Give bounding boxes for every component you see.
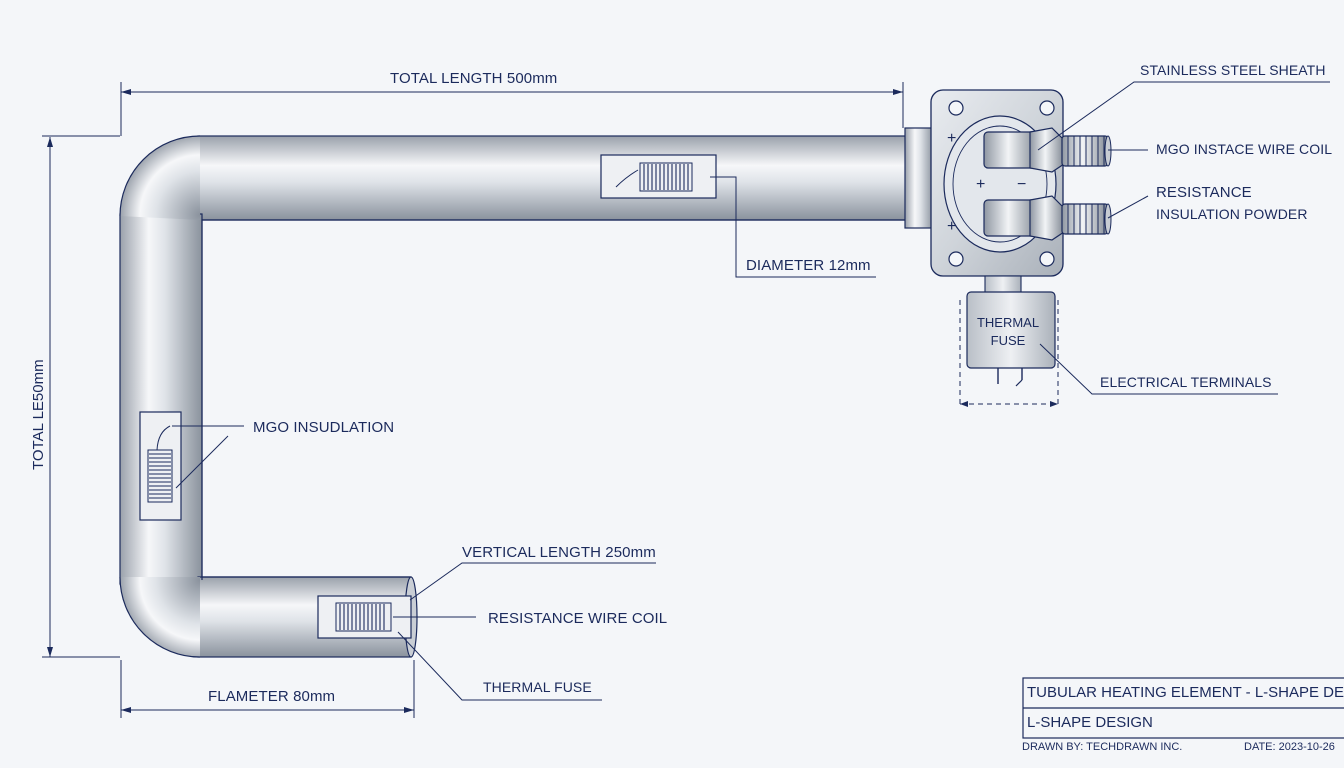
electrical-terminals-label: ELECTRICAL TERMINALS [1100,374,1272,390]
tube-collar [904,127,934,229]
mgo-insulation-label: MGO INSUDLATION [253,419,395,436]
mgo-instace-wire-coil-label: MGO INSTACE WIRE COIL [1156,141,1333,157]
total-length-label: TOTAL LENGTH 500mm [390,70,558,87]
thermal-fuse-body [966,275,1056,387]
plus-sign-center: + [976,176,986,193]
bottom-bend [120,577,200,657]
title-block: TUBULAR HEATING ELEMENT - L-SHAPE DESIGN… [1022,677,1344,767]
flameter-label: FLAMETER 80mm [208,688,336,705]
cutaway-top [600,154,717,199]
fuse-body-label-line2: FUSE [990,333,1026,348]
diameter-label: DIAMETER 12mm [746,257,871,274]
fuse-body-label-line1: THERMAL [976,315,1040,330]
vertical-length-label: VERTICAL LENGTH 250mm [462,544,656,561]
stainless-steel-sheath-label: STAINLESS STEEL SHEATH [1140,62,1326,78]
resistance-wire-coil-label: RESISTANCE WIRE COIL [488,610,668,627]
resistance-powder-label-line2: INSULATION POWDER [1156,206,1308,222]
fuse-body-label: THERMAL FUSE [968,314,1048,350]
total-vertical-length-label: TOTAL LE50mm [30,359,47,470]
drawn-by: DRAWN BY: TECHDRAWN INC. [1022,741,1183,753]
top-bend [120,136,200,220]
heating-tube [119,135,911,658]
terminal-housing [904,89,1112,407]
title-block-frame [1022,677,1344,739]
terminal-top [983,127,1112,173]
top-tube-segment [197,135,911,221]
leader-lines [172,81,1330,701]
cutaway-vertical [139,411,182,521]
dimension-lines [42,82,904,718]
resistance-powder-label-line1: RESISTANCE [1156,184,1252,201]
drawing-date: DATE: 2023-10-26 [1244,741,1335,753]
dimension-arrows [47,89,903,713]
terminal-bottom [983,195,1112,241]
thermal-fuse-callout-label: THERMAL FUSE [483,679,592,695]
title-block-subtitle: L-SHAPE DESIGN [1027,714,1153,731]
plus-sign-bottom: + [947,218,957,235]
minus-sign-center: − [1017,176,1027,193]
cutaway-bottom [317,595,412,639]
vertical-tube-segment [119,213,203,585]
title-block-title: TUBULAR HEATING ELEMENT - L-SHAPE DESIGN [1027,684,1344,701]
plus-sign-top: + [947,130,957,147]
